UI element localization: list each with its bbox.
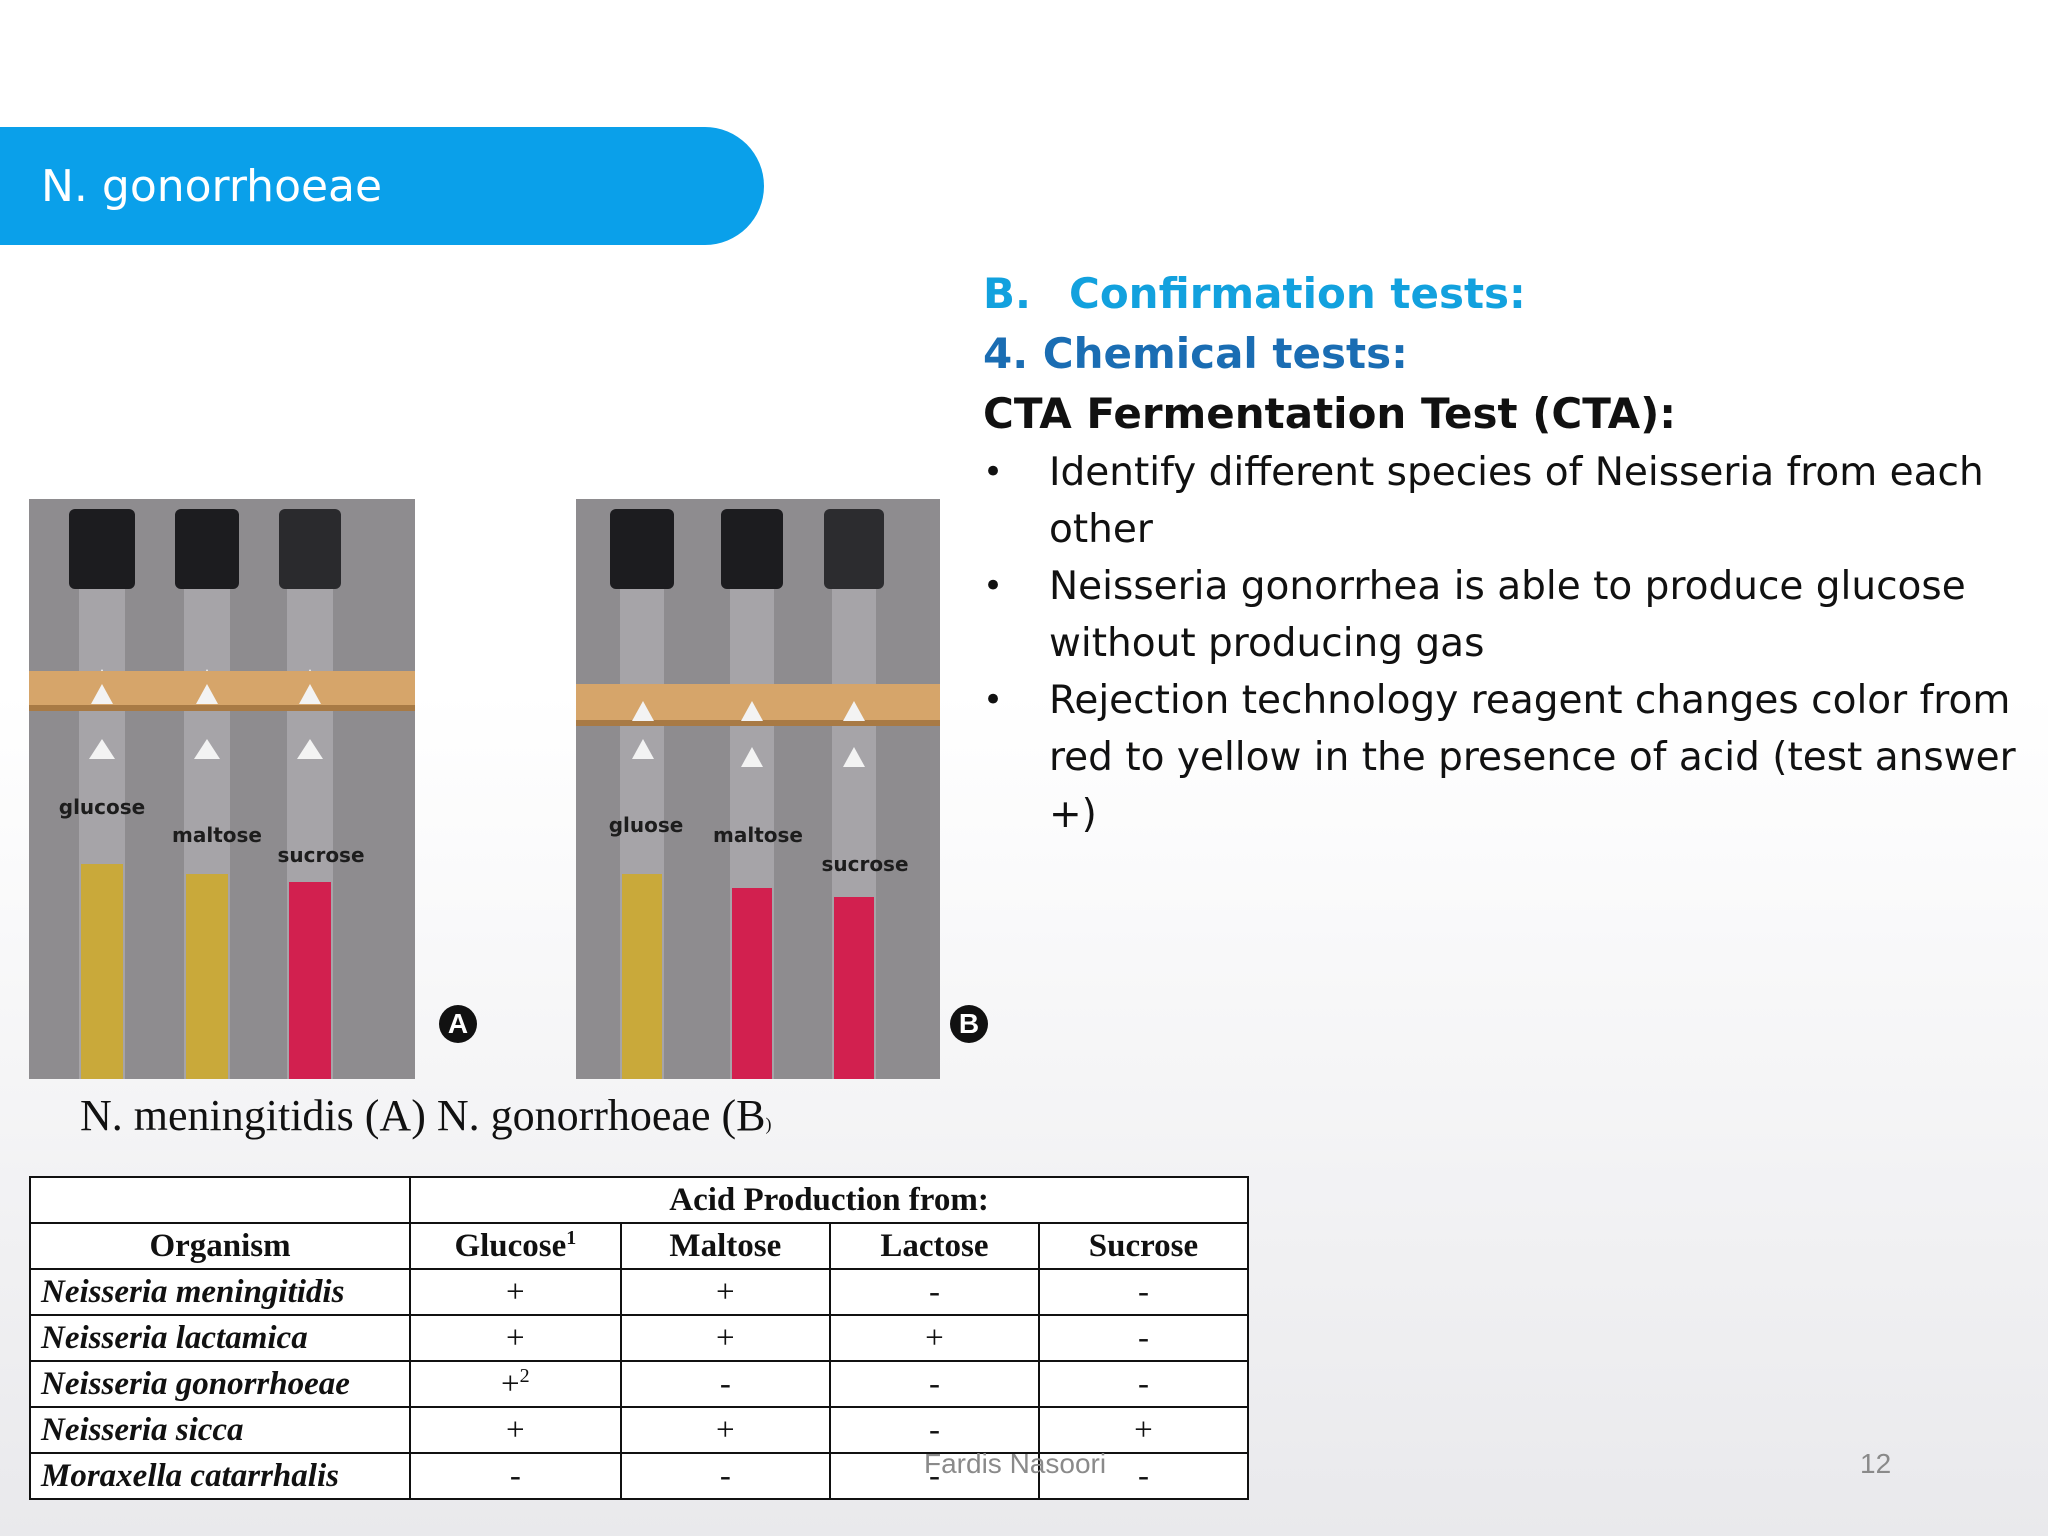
subsection-heading: 4. Chemical tests:: [983, 329, 1408, 378]
column-header-maltose: Maltose: [619, 1222, 832, 1270]
tube-label: maltose: [172, 823, 262, 847]
page-number: 12: [1860, 1448, 1892, 1479]
rack-bar: [29, 671, 415, 711]
tube-3: sucrose: [821, 509, 909, 1079]
tube-label: maltose: [713, 823, 803, 847]
bullet-item: •Identify different species of Neisseria…: [983, 444, 2023, 558]
group-header: Acid Production from:: [409, 1176, 1249, 1224]
table-row: Neisseria sicca + + - +: [28, 1406, 1250, 1454]
tube-photo-b: gluose maltose sucrose: [576, 499, 940, 1079]
table-header-row: Acid Production from:: [28, 1176, 1249, 1224]
table-row: Moraxella catarrhalis - - - -: [28, 1452, 1250, 1500]
section-heading: B. Confirmation tests:: [983, 264, 2023, 324]
column-header-sucrose: Sucrose: [1037, 1222, 1250, 1270]
table-row: Neisseria meningitidis + + - -: [28, 1268, 1250, 1316]
table-header-row: Organism Glucose1 Maltose Lactose Sucros…: [28, 1222, 1250, 1270]
section-letter: B.: [983, 269, 1031, 318]
tube-2: maltose: [713, 509, 803, 1079]
tube-label: sucrose: [277, 843, 364, 867]
text-panel: B. Confirmation tests: 4. Chemical tests:…: [983, 264, 2023, 843]
bullet-dot-icon: •: [983, 452, 1004, 492]
tube-photo-a: glucose maltose sucrose: [29, 499, 415, 1079]
photo-a-badge: A: [439, 1005, 477, 1043]
bullet-dot-icon: •: [983, 566, 1004, 606]
tube-label: gluose: [609, 813, 684, 837]
tube-photo-b-illustration: gluose maltose sucrose: [576, 499, 940, 1079]
tube-3: sucrose: [277, 509, 365, 1079]
test-name-heading: CTA Fermentation Test (CTA):: [983, 389, 1677, 438]
photo-caption: N. meningitidis (A) N. gonorrhoeae (B): [80, 1091, 772, 1140]
tube-1: gluose: [609, 509, 684, 1079]
acid-production-table: Acid Production from: Organism Glucose1 …: [28, 1176, 1250, 1500]
photo-b-badge: B: [950, 1005, 988, 1043]
tube-2: maltose: [172, 509, 262, 1079]
slide-title: N. gonorrhoeae: [41, 160, 383, 212]
bullet-list: •Identify different species of Neisseria…: [983, 444, 2023, 843]
bullet-item: •Rejection technology reagent changes co…: [983, 672, 2023, 843]
bullet-dot-icon: •: [983, 680, 1004, 720]
table-row: Neisseria gonorrhoeae +2 - - -: [28, 1360, 1250, 1408]
table-row: Neisseria lactamica + + + -: [28, 1314, 1250, 1362]
tube-photo-a-illustration: glucose maltose sucrose: [29, 499, 415, 1079]
section-title: Confirmation tests:: [1069, 269, 1526, 318]
footer-author: Fardis Nasoori: [924, 1448, 1107, 1479]
tube-label: glucose: [59, 795, 145, 819]
bullet-item: •Neisseria gonorrhea is able to produce …: [983, 558, 2023, 672]
column-header-glucose: Glucose1: [409, 1222, 622, 1270]
column-header-lactose: Lactose: [829, 1222, 1040, 1270]
tube-label: sucrose: [821, 852, 908, 876]
title-banner: N. gonorrhoeae: [0, 127, 764, 245]
column-header-organism: Organism: [28, 1222, 412, 1270]
